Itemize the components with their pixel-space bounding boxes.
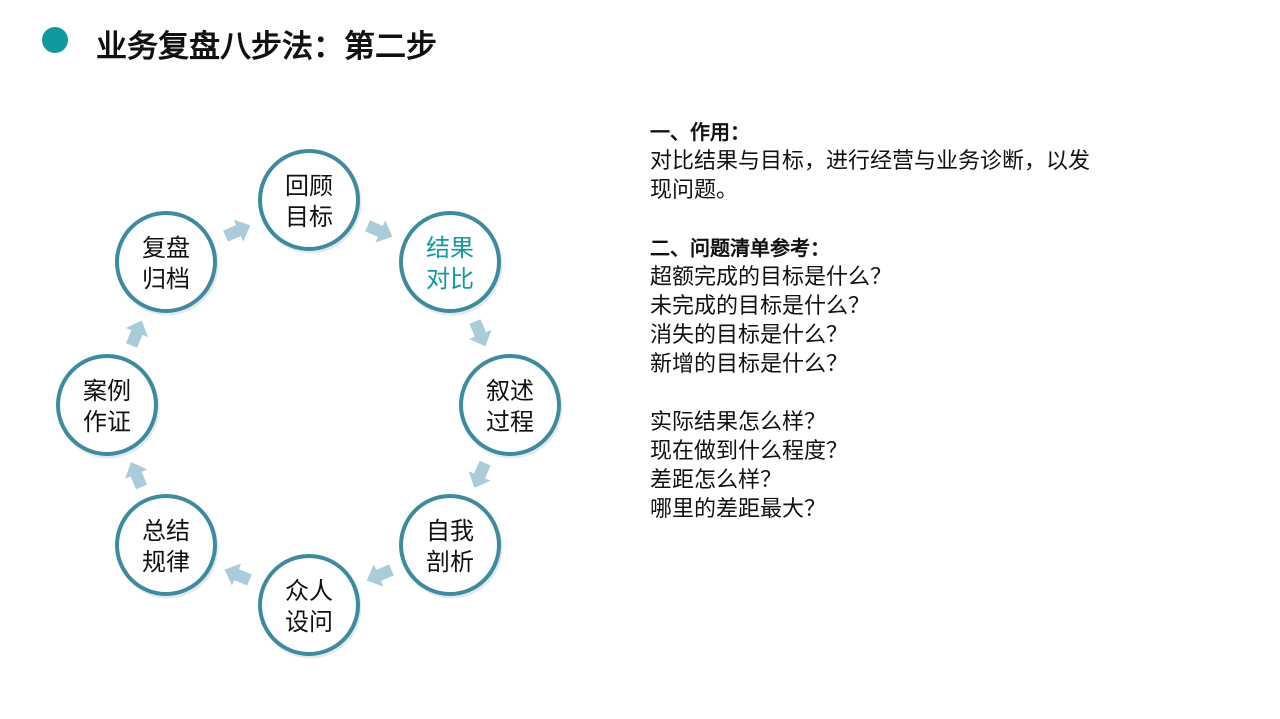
question-item: 哪里的差距最大？ <box>650 497 827 522</box>
spacer <box>650 379 1170 408</box>
slide-title: 业务复盘八步法：第二步 <box>96 29 437 65</box>
flow-arrow-icon <box>366 564 394 587</box>
question-item: 实际结果怎么样？ <box>650 410 827 435</box>
step-label-line1: 结果 <box>426 234 474 262</box>
question-item: 差距怎么样？ <box>650 468 783 493</box>
step-label-line2: 归档 <box>142 265 190 293</box>
step-label-line1: 自我 <box>426 517 474 545</box>
step-label-line2: 目标 <box>285 203 333 231</box>
question-item: 未完成的目标是什么？ <box>650 294 871 319</box>
step-label-line1: 回顾 <box>285 172 333 200</box>
step-label-line1: 众人 <box>285 577 333 605</box>
question-item: 新增的目标是什么？ <box>650 352 849 377</box>
step-label-line2: 剖析 <box>426 548 474 576</box>
flow-arrow-shape <box>366 564 394 587</box>
flow-arrow-icon <box>468 460 491 488</box>
question-item: 现在做到什么程度？ <box>650 439 849 464</box>
purpose-line: 对比结果与目标，进行经营与业务诊断，以发 <box>650 149 1091 174</box>
flow-arrow-icon <box>125 320 148 348</box>
flow-arrow-icon <box>125 462 148 490</box>
purpose-line: 现问题。 <box>650 178 739 203</box>
step-circle <box>258 554 360 656</box>
cycle-arrows <box>125 219 492 587</box>
step-label-line1: 案例 <box>83 377 131 405</box>
flow-arrow-icon <box>224 563 252 586</box>
flow-arrow-shape <box>365 220 393 243</box>
section-heading-purpose: 一、作用： <box>650 120 750 144</box>
step-circle <box>399 494 501 596</box>
flow-arrow-shape <box>125 462 148 490</box>
step-circle <box>399 211 501 313</box>
step-label-line1: 叙述 <box>486 377 534 405</box>
step-label-line2: 规律 <box>142 548 190 576</box>
spacer <box>650 205 1170 234</box>
title-bullet-dot <box>42 27 68 53</box>
step-label-line2: 设问 <box>285 608 333 636</box>
step-label-line2: 作证 <box>83 408 131 436</box>
step-label-line2: 过程 <box>486 408 534 436</box>
flow-arrow-shape <box>125 320 148 348</box>
section-heading-questions: 二、问题清单参考： <box>650 236 830 260</box>
step-circle <box>459 354 561 456</box>
step-circle <box>56 354 158 456</box>
question-item: 超额完成的目标是什么？ <box>650 265 893 290</box>
flow-arrow-shape <box>223 219 251 242</box>
description-panel: 一、作用： 对比结果与目标，进行经营与业务诊断，以发 现问题。 二、问题清单参考… <box>650 118 1170 524</box>
question-item: 消失的目标是什么？ <box>650 323 849 348</box>
step-circle <box>115 211 217 313</box>
flow-arrow-shape <box>224 563 252 586</box>
flow-arrow-shape <box>468 460 491 488</box>
step-label-line1: 复盘 <box>142 234 190 262</box>
flow-arrow-icon <box>365 220 393 243</box>
flow-arrow-icon <box>223 219 251 242</box>
step-label-line2: 对比 <box>426 265 474 293</box>
step-circle <box>258 149 360 251</box>
step-label-line1: 总结 <box>142 517 190 545</box>
flow-arrow-icon <box>469 319 492 347</box>
flow-arrow-shape <box>469 319 492 347</box>
step-circle <box>115 494 217 596</box>
